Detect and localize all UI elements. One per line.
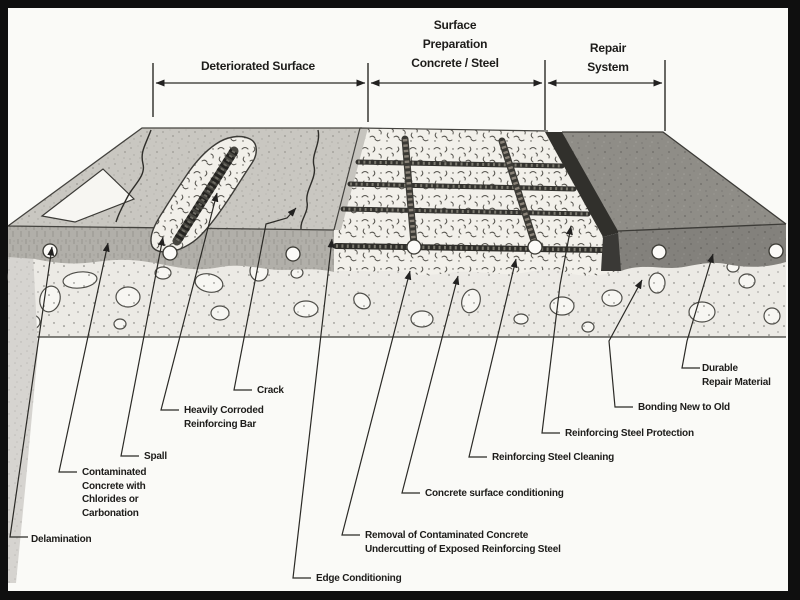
corroded-rebar-channel — [172, 146, 239, 246]
leader-crack — [233, 207, 297, 391]
rebar-end-circle — [768, 243, 784, 259]
rebar-end-circles — [42, 239, 784, 262]
leader-steel-protection — [541, 225, 573, 434]
delamination-wedge — [40, 168, 136, 223]
leader-edge-conditioning — [292, 238, 335, 579]
label-line: Bonding New to Old — [638, 402, 730, 413]
rebar-end-circle — [285, 246, 301, 262]
rebar-grid — [333, 135, 607, 253]
dimension-annotations — [152, 60, 666, 131]
label-contaminated-concrete: Contaminated Concrete with Chlorides or … — [82, 466, 146, 520]
label-line: Undercutting of Exposed Reinforcing Stee… — [365, 543, 561, 555]
label-stage-surface-preparation: Surface Preparation Concrete / Steel — [385, 16, 525, 73]
label-line: Concrete with — [82, 480, 146, 492]
crack-line-left — [115, 129, 152, 223]
leader-spall — [120, 236, 165, 457]
repair-edges — [562, 131, 787, 232]
excavation-left-cut-face — [334, 128, 368, 230]
rebar-end-circle — [42, 243, 58, 259]
label-stage-deteriorated-surface: Deteriorated Surface — [158, 57, 358, 76]
label-edge-conditioning: Edge Conditioning — [316, 572, 402, 586]
leader-steel-cleaning — [468, 258, 518, 458]
label-line: Repair Material — [702, 376, 771, 388]
excavation-edges — [333, 127, 549, 231]
label-stage-repair-system: Repair System — [558, 39, 658, 77]
label-line: Preparation — [422, 37, 488, 51]
rebar-end-circle — [406, 239, 422, 255]
excavation-zone — [333, 127, 616, 276]
label-line: Removal of Contaminated Concrete — [365, 530, 529, 541]
leader-removal — [341, 270, 412, 536]
leader-bonding — [608, 279, 643, 408]
label-line: Heavily Corroded — [184, 405, 264, 416]
label-line: Durable — [702, 363, 738, 374]
label-steel-cleaning: Reinforcing Steel Cleaning — [492, 451, 614, 465]
rebar-horizontal — [333, 159, 607, 253]
label-line: Crack — [257, 385, 284, 396]
label-spall: Spall — [144, 450, 167, 464]
label-line: Chlorides or — [82, 494, 139, 505]
repair-top-face — [562, 132, 786, 231]
label-corroded-bar: Heavily Corroded Reinforcing Bar — [184, 404, 264, 431]
label-line: Reinforcing Steel Protection — [565, 428, 694, 439]
callout-leaders — [9, 192, 714, 579]
label-bonding: Bonding New to Old — [638, 401, 730, 415]
label-line: Reinforcing Bar — [184, 418, 257, 430]
label-line: System — [587, 60, 629, 74]
label-delamination: Delamination — [31, 533, 92, 547]
label-line: Deteriorated Surface — [200, 59, 316, 73]
label-durable-repair: Durable Repair Material — [702, 362, 771, 389]
label-line: Concrete surface conditioning — [425, 488, 564, 499]
label-line: Concrete / Steel — [411, 56, 499, 70]
label-line: Repair — [589, 41, 627, 55]
rebar-end-circle — [651, 244, 667, 260]
leader-corroded-bar — [160, 192, 219, 411]
label-line: Edge Conditioning — [316, 573, 402, 584]
rebar-transverse — [401, 135, 539, 248]
label-removal: Removal of Contaminated Concrete Undercu… — [365, 529, 561, 556]
dimension-extension-lines — [152, 60, 666, 131]
label-line: Contaminated — [82, 467, 147, 478]
label-line: Reinforcing Steel Cleaning — [492, 452, 615, 463]
rebar-end-circle — [527, 239, 543, 255]
leader-delamination — [9, 246, 55, 538]
repair-shadow-wall — [545, 132, 626, 237]
left-edge-strip — [8, 230, 38, 583]
label-line: Carbonation — [82, 507, 139, 519]
label-line: Surface — [433, 18, 477, 32]
crack-line-right — [300, 129, 320, 230]
label-surface-conditioning: Concrete surface conditioning — [425, 487, 564, 501]
rebar-end-circle — [162, 245, 178, 261]
leader-contaminated-concrete — [58, 242, 110, 473]
label-steel-protection: Reinforcing Steel Protection — [565, 427, 694, 441]
label-crack: Crack — [257, 384, 284, 398]
label-line: Spall — [144, 451, 167, 462]
leader-surface-conditioning — [401, 275, 460, 494]
label-line: Delamination — [31, 534, 92, 545]
deteriorated-slab — [7, 127, 363, 272]
leader-durable-repair — [681, 253, 714, 369]
